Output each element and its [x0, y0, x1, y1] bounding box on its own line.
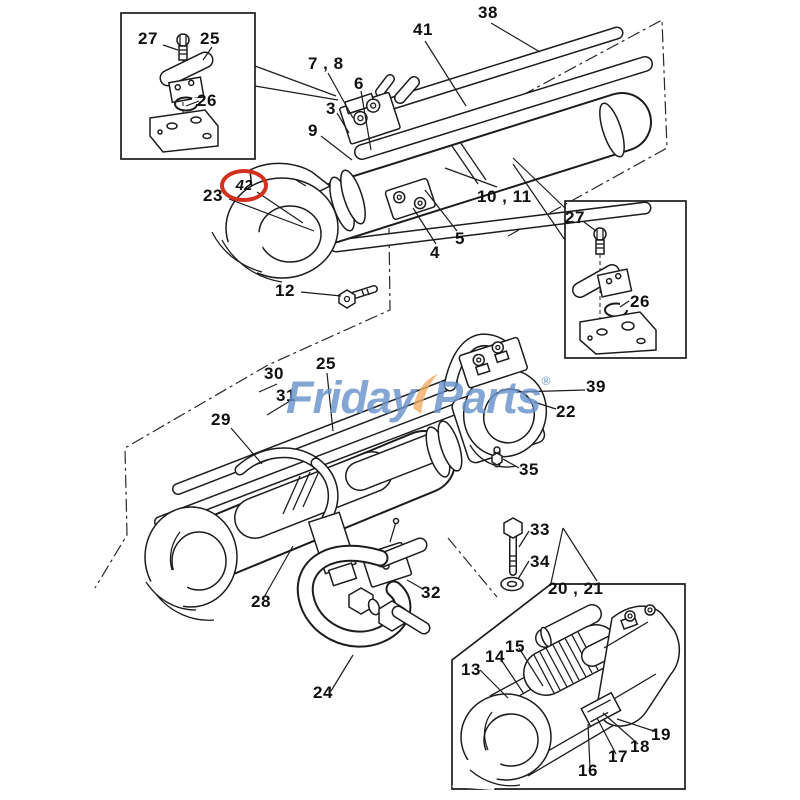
callout-29: 29: [211, 410, 231, 429]
port-block: [339, 74, 420, 145]
callout-9: 9: [308, 121, 318, 140]
callout-6: 6: [354, 74, 364, 93]
grease-fitting-35: [491, 446, 503, 468]
fitting-inset2: [572, 264, 633, 298]
callout-17: 17: [608, 747, 628, 766]
cylinder-barrel-upper: [300, 92, 652, 244]
callout-22: 22: [556, 402, 576, 421]
upper-cylinder-assembly: [204, 26, 653, 309]
section-boundary-lines: [94, 19, 668, 598]
callout-27-inset2: 27: [565, 208, 585, 227]
callout-3: 3: [326, 99, 336, 118]
bolt-27-inset1: [176, 33, 190, 61]
pipe-lower: [154, 386, 506, 528]
callout-32: 32: [421, 583, 441, 602]
callout-38: 38: [478, 3, 498, 22]
callout-16: 16: [578, 761, 598, 780]
cylinder-section: [452, 604, 680, 790]
head-end-22: [425, 336, 548, 478]
bolt-27-inset2: [593, 227, 607, 255]
callout-15: 15: [505, 637, 525, 656]
callout-39: 39: [586, 377, 606, 396]
lower-cylinder-assembly: [132, 333, 598, 648]
callout-7-8: 7 , 8: [308, 54, 344, 73]
bolt-33: [503, 517, 523, 576]
callout-24: 24: [313, 683, 333, 702]
callout-42-highlighted: 42: [220, 169, 268, 202]
base-block-inset2: [579, 311, 657, 355]
callout-5: 5: [455, 229, 465, 248]
bolt-12: [338, 285, 378, 309]
washer-34: [500, 576, 524, 592]
clevis-rod-end: [204, 162, 339, 298]
tube-41: [354, 56, 653, 160]
strap-29: [234, 447, 358, 587]
callout-41: 41: [413, 20, 433, 39]
callout-12: 12: [275, 281, 295, 300]
barrel-eye-end: [132, 506, 238, 630]
lower-tube: [329, 201, 652, 253]
callout-28: 28: [251, 592, 271, 611]
callout-25b: 25: [316, 354, 336, 373]
detail-funnel-leader-20-21: [550, 527, 598, 584]
piston-rod-lower: [234, 433, 447, 539]
callout-20-21: 20 , 21: [548, 579, 604, 598]
callout-30: 30: [264, 364, 284, 383]
callout-31: 31: [276, 386, 296, 405]
clamp-4-5: [384, 177, 436, 220]
head-fittings: [458, 336, 528, 389]
inset-box-top-left: [120, 12, 339, 160]
callout-26-inset2: 26: [630, 292, 650, 311]
fitting-25-inset1: [159, 51, 214, 104]
strap-bracket-28: [307, 511, 358, 587]
callout-10-11: 10 , 11: [477, 187, 532, 206]
ring-26-inset1: [174, 96, 200, 112]
callout-35: 35: [519, 460, 539, 479]
callout-19: 19: [651, 725, 671, 744]
callout-14: 14: [485, 647, 505, 666]
callout-13: 13: [461, 660, 481, 679]
callout-34: 34: [530, 552, 550, 571]
callout-26-inset1: 26: [197, 91, 217, 110]
inset-box-right: [512, 157, 687, 359]
callout-27-inset1: 27: [138, 29, 158, 48]
base-block-inset1: [149, 109, 219, 153]
callout-4: 4: [430, 243, 440, 262]
callout-leader-lines: [162, 22, 658, 769]
inset-box-bottom-right: [451, 583, 686, 790]
hose-24: [296, 537, 431, 648]
callout-33: 33: [530, 520, 550, 539]
tube-38: [383, 26, 624, 111]
callout-18: 18: [630, 737, 650, 756]
callout-25-inset1: 25: [200, 29, 220, 48]
callout-23: 23: [203, 186, 223, 205]
